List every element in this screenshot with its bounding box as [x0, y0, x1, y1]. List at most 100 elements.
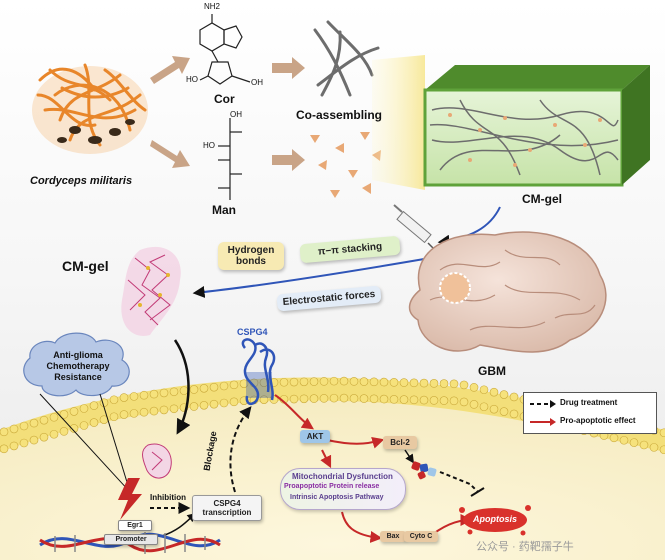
lipid-bead — [609, 433, 619, 443]
bcl2-to-protein-arrow — [404, 449, 414, 464]
lipid-bead — [69, 407, 79, 416]
lipid-bead — [489, 404, 499, 414]
lipid-bead — [419, 378, 429, 388]
ho-label-man: HO — [203, 141, 215, 150]
lipid-bead — [509, 409, 519, 419]
legend-proapoptotic-label: Pro-apoptotic effect — [560, 416, 636, 425]
lipid-bead — [319, 377, 329, 386]
cspg4-protein — [241, 338, 276, 405]
lipid-bead — [399, 395, 409, 404]
lipid-bead — [119, 393, 129, 402]
lipid-bead — [409, 378, 419, 388]
coassembling-label: Co-assembling — [296, 108, 383, 122]
egr1-tag: Egr1 — [118, 520, 152, 531]
cordyceps-image — [32, 63, 148, 154]
cor-label: Cor — [214, 92, 235, 106]
lipid-bead — [619, 435, 629, 445]
lipid-bead — [309, 377, 319, 386]
lightning-icon — [118, 478, 142, 520]
lipid-bead — [59, 410, 69, 419]
lipid-bead — [219, 381, 229, 391]
lipid-bead — [459, 397, 469, 407]
lipid-bead — [499, 390, 509, 399]
lipid-bead — [379, 394, 389, 404]
lipid-bead — [119, 410, 129, 419]
lipid-bead — [19, 421, 29, 431]
bcl2-inhibit-line — [439, 471, 479, 493]
mannitol-structure — [218, 118, 242, 200]
lipid-bead — [409, 395, 419, 405]
lipid-bead — [49, 429, 59, 439]
lipid-bead — [239, 379, 249, 388]
lipid-bead — [139, 390, 149, 400]
mito-to-bax-arrow — [341, 511, 383, 543]
legend-drug-label: Drug treatment — [560, 398, 618, 407]
lipid-bead — [209, 382, 219, 392]
lipid-bead — [319, 394, 329, 403]
lipid-bead — [49, 412, 59, 422]
lipid-bead — [289, 394, 299, 404]
lipid-bead — [149, 389, 159, 399]
lipid-bead — [159, 405, 169, 415]
lipid-bead — [289, 377, 299, 387]
lipid-bead — [199, 384, 209, 393]
lipid-bead — [419, 395, 429, 405]
gel-molecular-structure — [121, 246, 181, 336]
lipid-bead — [629, 438, 639, 447]
lipid-bead — [449, 396, 459, 406]
akt-tag: AKT — [300, 430, 330, 443]
cmgel-label: CM-gel — [62, 258, 109, 274]
lipid-bead — [39, 432, 49, 442]
lipid-bead — [179, 386, 189, 395]
resistance-cloud — [23, 332, 131, 493]
lipid-bead — [89, 401, 99, 410]
process-arrows — [150, 56, 305, 171]
nh2-label: NH2 — [204, 2, 221, 11]
akt-to-bcl2-arrow — [326, 436, 385, 449]
legend-drug-line — [530, 400, 556, 408]
lipid-bead — [339, 393, 349, 403]
lipid-bead — [479, 402, 489, 412]
lipid-bead — [429, 396, 439, 405]
lipid-bead — [359, 377, 369, 386]
lipid-bead — [349, 394, 359, 403]
transcription-tag: CSPG4 transcription — [192, 495, 262, 521]
lipid-bead — [109, 412, 119, 422]
lipid-bead — [349, 377, 359, 386]
fiber-network — [313, 20, 380, 97]
bax-tag: Bax — [380, 531, 406, 542]
lipid-bead — [439, 379, 449, 388]
lipid-bead — [339, 376, 349, 386]
lipid-bead — [429, 379, 439, 388]
lipid-bead — [649, 443, 659, 452]
lipid-bead — [659, 445, 665, 455]
lipid-bead — [509, 392, 519, 402]
inhibition-label: Inhibition — [150, 493, 186, 502]
legend-proapoptotic-line — [530, 418, 556, 426]
lipid-bead — [449, 379, 459, 389]
legend-box: Drug treatment Pro-apoptotic effect — [523, 392, 657, 434]
lipid-bead — [69, 424, 79, 433]
lipid-bead — [129, 409, 139, 418]
lipid-bead — [229, 397, 239, 407]
lipid-bead — [329, 393, 339, 403]
lipid-bead — [259, 395, 269, 404]
lipid-bead — [29, 418, 39, 428]
lipid-bead — [499, 407, 509, 416]
bcl2-molecules — [411, 461, 437, 480]
lipid-bead — [209, 399, 219, 409]
lipid-bead — [309, 394, 319, 403]
oh-label-cor: OH — [251, 78, 263, 87]
ho-label-cor: HO — [186, 75, 198, 84]
lipid-bead — [149, 406, 159, 416]
apoptosis-burst — [459, 505, 531, 536]
lipid-bead — [399, 378, 409, 387]
lipid-bead — [169, 404, 179, 414]
gel-container — [423, 65, 650, 187]
lipid-bead — [129, 392, 139, 401]
lipid-bead — [299, 394, 309, 404]
intracellular-gel — [142, 443, 172, 479]
lipid-bead — [279, 377, 289, 387]
cytoc-tag: Cyto C — [404, 531, 438, 542]
mannitol-crystals — [310, 132, 381, 198]
